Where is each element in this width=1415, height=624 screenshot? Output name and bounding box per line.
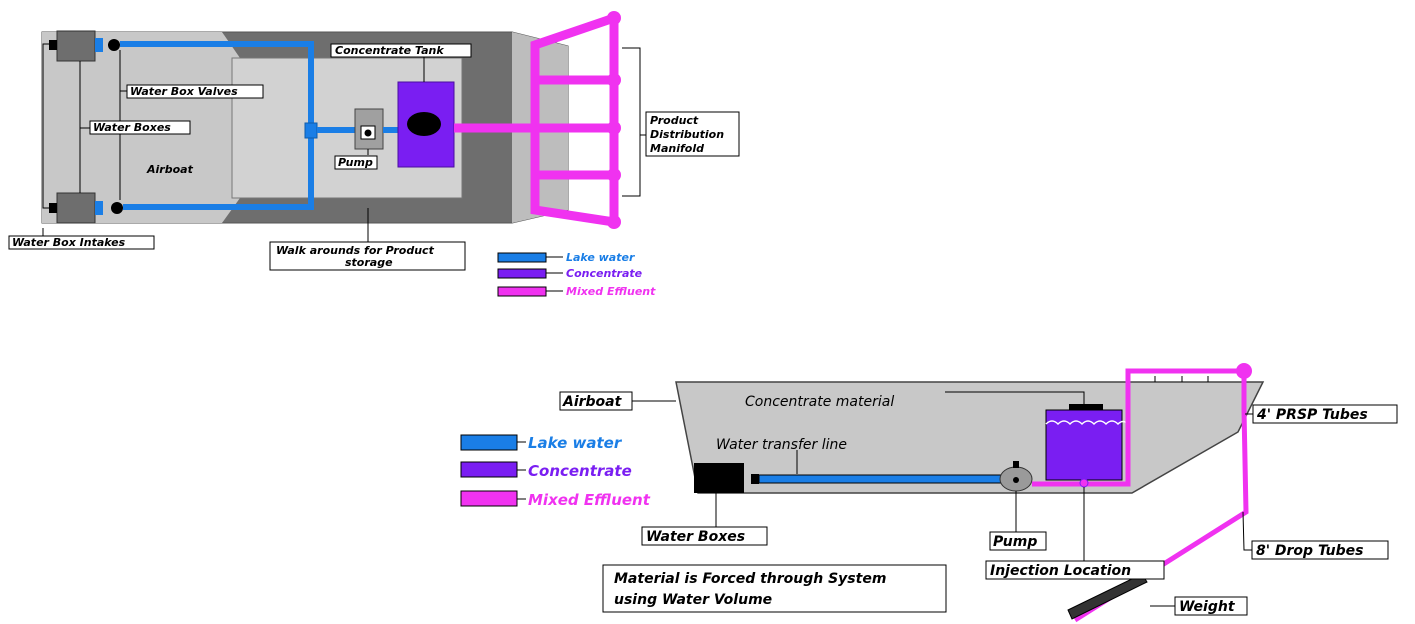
airboat-label-side: Airboat <box>562 394 623 410</box>
product-manifold-label-box <box>645 111 740 157</box>
water-transfer-line-label: Water transfer line <box>716 437 847 453</box>
concentrate-tank-opening <box>407 112 441 136</box>
pump-label-box <box>334 155 378 170</box>
prsp-tubes-label: 4' PRSP Tubes <box>1256 407 1368 423</box>
airboat-label-top: Airboat <box>146 163 194 176</box>
legend-swatch-concentrate <box>497 268 547 279</box>
legend-swatch-mixed-effluent-side <box>460 490 518 507</box>
note-line2: using Water Volume <box>614 592 772 608</box>
concentrate-tank-fill-surface <box>1045 420 1129 426</box>
injection-point <box>1079 478 1089 488</box>
product-manifold-label-line2: Distribution <box>650 128 724 141</box>
legend-swatch-lake-water <box>497 252 547 263</box>
manifold-outlet-nozzles <box>607 11 621 229</box>
note-line1: Material is Forced through System <box>614 571 886 587</box>
legend-label-mixed-effluent: Mixed Effluent <box>566 285 656 298</box>
injection-location-label: Injection Location <box>990 563 1131 579</box>
water-box-valves-label-box <box>126 84 264 99</box>
concentrate-material-label: Concentrate material <box>745 394 894 410</box>
water-boxes-label-box <box>89 120 191 135</box>
legend-swatch-lake-water-side <box>460 434 518 451</box>
weight-label-box <box>1174 596 1248 616</box>
water-box-valve-bottom <box>111 202 123 214</box>
top-view: Concentrate Tank Water Box Valves Water … <box>8 11 740 298</box>
legend-label-concentrate-side: Concentrate <box>528 462 632 480</box>
prsp-tubes-label-box <box>1252 404 1398 424</box>
legend-swatch-mixed-effluent <box>497 286 547 297</box>
water-box-top <box>56 30 96 62</box>
pump-side-label-box <box>989 531 1047 551</box>
concentrate-tank-label: Concentrate Tank <box>335 44 444 57</box>
legend-label-lake-water-side: Lake water <box>528 434 623 452</box>
pump-side-label: Pump <box>993 534 1037 550</box>
water-transfer-line <box>758 474 1004 484</box>
walkarounds-label-box <box>269 241 466 271</box>
legend-label-mixed-effluent-side: Mixed Effluent <box>528 491 651 509</box>
valve-stub-top <box>95 38 103 52</box>
water-boxes-side <box>694 463 744 493</box>
pump-label-top: Pump <box>338 156 373 169</box>
drop-tubes-label-box <box>1251 540 1389 560</box>
lake-water-line-bottom <box>123 130 314 210</box>
valve-stub-bottom <box>95 201 103 215</box>
pump-side-hub <box>1013 477 1019 483</box>
walkarounds-label-line2: storage <box>345 256 393 269</box>
pump-impeller <box>364 129 372 137</box>
side-view-leader-lines <box>632 376 1253 607</box>
legend-label-lake-water: Lake water <box>566 251 635 264</box>
water-boxes-side-label: Water Boxes <box>646 529 745 545</box>
prsp-tube-end <box>1236 363 1252 379</box>
tee-fitting <box>304 122 318 139</box>
water-box-intakes-label: Water Box Intakes <box>12 236 126 249</box>
product-distribution-manifold <box>454 13 619 227</box>
water-boxes-side-label-box <box>641 526 768 546</box>
injection-location-label-box <box>985 560 1165 580</box>
product-manifold-label-line3: Manifold <box>650 142 704 155</box>
weight-label: Weight <box>1179 599 1236 615</box>
walkarounds-label-line1: Walk arounds for Product <box>276 244 435 257</box>
concentrate-tank-cap <box>1069 404 1103 410</box>
weight <box>1067 573 1148 620</box>
pump-side-cap <box>1013 461 1019 468</box>
water-boxes-label: Water Boxes <box>93 121 171 134</box>
intake-top <box>49 40 57 50</box>
airboat-label-side-box <box>559 391 633 411</box>
intake-fitting-side <box>751 474 759 484</box>
concentrate-tank-label-box <box>330 43 472 58</box>
product-manifold-label-line1: Product <box>650 114 699 127</box>
side-view: Airboat Concentrate material Water trans… <box>460 363 1398 623</box>
water-box-valves-label: Water Box Valves <box>130 85 238 98</box>
drop-tubes-label: 8' Drop Tubes <box>1256 543 1364 559</box>
water-box-intakes-label-box <box>8 235 155 250</box>
legend-swatch-concentrate-side <box>460 461 518 478</box>
legend-label-concentrate: Concentrate <box>566 267 643 280</box>
note-box <box>602 564 947 613</box>
water-box-valve-top <box>108 39 120 51</box>
top-view-leader-lines <box>42 43 646 242</box>
side-view-legend: Lake water Concentrate Mixed Effluent <box>460 434 651 509</box>
intake-bottom <box>49 203 57 213</box>
lake-water-line-top <box>120 41 314 130</box>
top-view-legend: Lake water Concentrate Mixed Effluent <box>497 251 656 298</box>
water-box-bottom <box>56 192 96 224</box>
